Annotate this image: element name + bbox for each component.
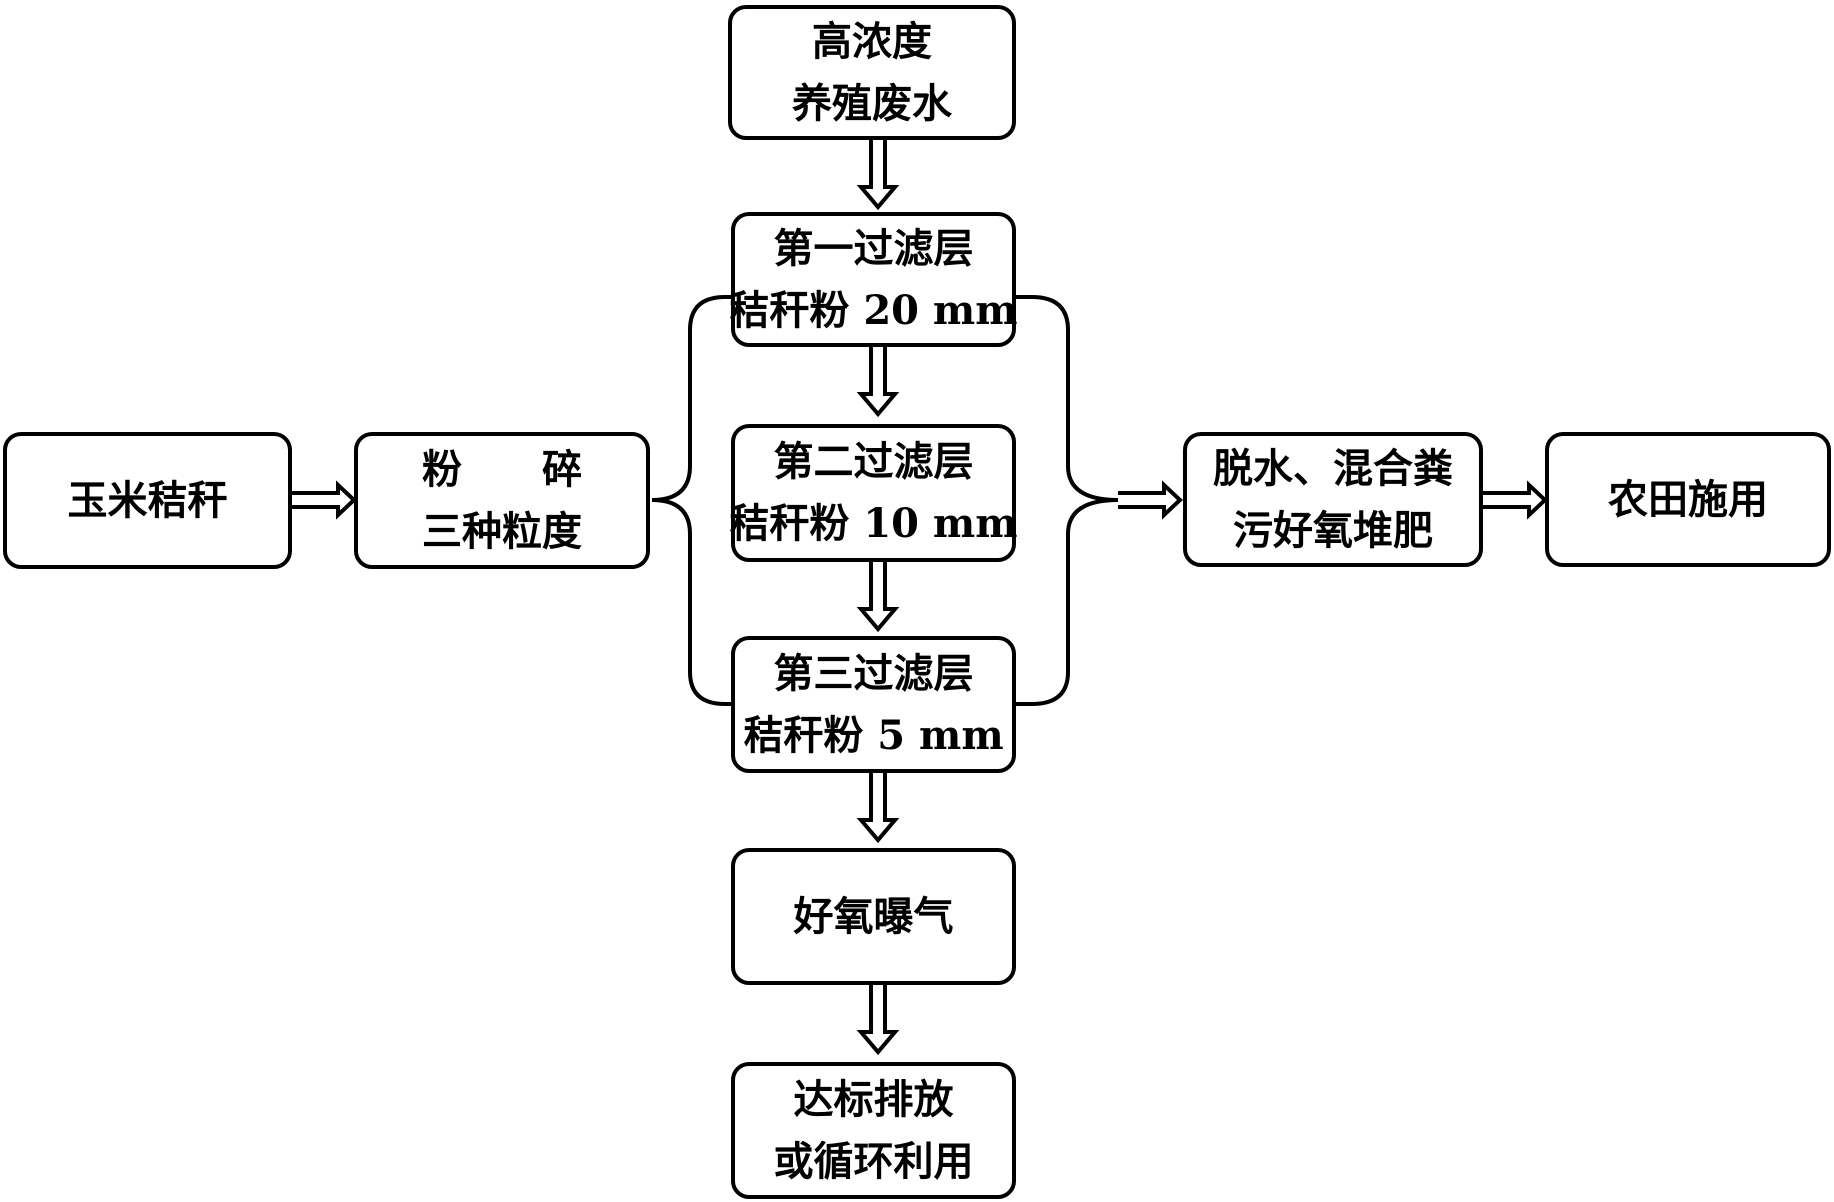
- composting-node: 脱水、混合粪 污好氧堆肥: [1183, 432, 1483, 567]
- filter1-line1: 第一过滤层: [773, 224, 974, 272]
- aeration-node: 好氧曝气: [731, 848, 1016, 985]
- composting-line1: 脱水、混合粪: [1213, 444, 1453, 492]
- farmland-line1: 农田施用: [1608, 475, 1768, 523]
- filter1-line2: 秸秆粉 20 mm: [729, 286, 1018, 334]
- arrow-composting-to-farmland: [1481, 483, 1547, 517]
- right-bracket: [1016, 295, 1119, 706]
- arrow-filter3-to-aeration: [859, 771, 897, 842]
- aeration-line1: 好氧曝气: [793, 892, 954, 940]
- crushing-node: 粉 碎 三种粒度: [354, 432, 650, 569]
- crushing-line1: 粉 碎: [422, 445, 582, 493]
- arrow-bracket-to-composting: [1116, 483, 1182, 517]
- left-bracket: [651, 295, 731, 706]
- filter2-line2: 秸秆粉 10 mm: [729, 500, 1018, 547]
- farmland-node: 农田施用: [1545, 432, 1831, 567]
- wastewater-line1: 高浓度: [812, 17, 932, 65]
- arrow-wastewater-to-filter1: [859, 138, 897, 209]
- filter1-node: 第一过滤层 秸秆粉 20 mm: [729, 212, 1018, 347]
- wastewater-node: 高浓度 养殖废水: [728, 5, 1016, 140]
- discharge-node: 达标排放 或循环利用: [731, 1062, 1016, 1199]
- filter2-line1: 第二过滤层: [773, 438, 974, 485]
- crushing-line2: 三种粒度: [422, 507, 582, 555]
- filter3-line1: 第三过滤层: [773, 649, 974, 697]
- arrow-filter1-to-filter2: [859, 345, 897, 416]
- wastewater-line2: 养殖废水: [792, 79, 952, 127]
- corn-straw-node: 玉米秸秆: [3, 432, 292, 569]
- discharge-line2: 或循环利用: [773, 1137, 974, 1185]
- filter3-line2: 秸秆粉 5 mm: [743, 711, 1004, 759]
- composting-line2: 污好氧堆肥: [1233, 506, 1433, 554]
- filter2-node: 第二过滤层 秸秆粉 10 mm: [729, 424, 1018, 562]
- filter3-node: 第三过滤层 秸秆粉 5 mm: [731, 636, 1016, 773]
- corn-straw-line1: 玉米秸秆: [67, 476, 228, 524]
- arrow-filter2-to-filter3: [859, 560, 897, 631]
- discharge-line1: 达标排放: [793, 1075, 954, 1123]
- arrow-aeration-to-discharge: [859, 983, 897, 1054]
- arrow-corn-straw-to-crushing: [290, 483, 356, 517]
